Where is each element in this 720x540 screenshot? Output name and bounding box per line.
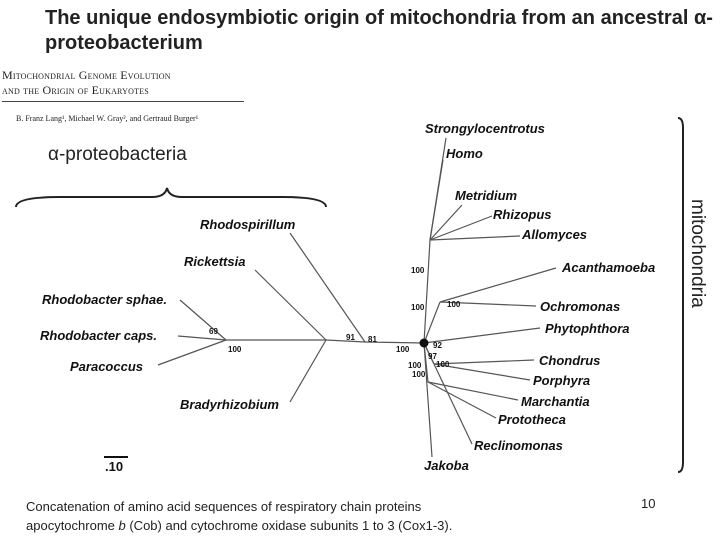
taxon-label: Jakoba xyxy=(424,458,469,473)
mito-bracket xyxy=(677,117,684,473)
bootstrap-value: 100 xyxy=(447,300,461,309)
paper-header: Mitochondrial Genome Evolution and the O… xyxy=(2,68,247,123)
taxon-label: Rickettsia xyxy=(184,254,245,269)
bootstrap-value: 81 xyxy=(368,335,377,344)
paper-authors: B. Franz Lang¹, Michael W. Gray², and Ge… xyxy=(16,114,199,123)
branch xyxy=(423,239,431,344)
bootstrap-value: 100 xyxy=(228,345,242,354)
alpha-brace xyxy=(15,187,327,208)
taxon-label: Chondrus xyxy=(539,353,600,368)
taxon-label: Bradyrhizobium xyxy=(180,397,279,412)
branch xyxy=(177,335,227,341)
taxon-label: Paracoccus xyxy=(70,359,143,374)
branch xyxy=(423,327,541,344)
taxon-label: Rhizopus xyxy=(493,207,552,222)
scale-bar-label: .10 xyxy=(105,459,123,474)
slide-title: The unique endosymbiotic origin of mitoc… xyxy=(45,7,713,54)
branch xyxy=(429,204,463,241)
branch xyxy=(423,342,433,458)
branch xyxy=(364,341,425,344)
taxon-label: Porphyra xyxy=(533,373,590,388)
bootstrap-value: 91 xyxy=(346,333,355,342)
branch xyxy=(427,381,497,419)
taxon-label: Homo xyxy=(446,146,483,161)
footnote-line-2: apocytochrome b (Cob) and cytochrome oxi… xyxy=(26,516,452,535)
branch xyxy=(429,215,493,241)
taxon-label: Rhodobacter caps. xyxy=(40,328,157,343)
branch xyxy=(423,301,441,344)
footnote: Concatenation of amino acid sequences of… xyxy=(26,497,452,535)
branch xyxy=(433,363,531,381)
mitochondria-label: mitochondria xyxy=(687,199,708,308)
bootstrap-value: 100 xyxy=(411,303,425,312)
bootstrap-value: 100 xyxy=(436,360,450,369)
branch xyxy=(157,339,227,366)
paper-title-line-1: Mitochondrial Genome Evolution xyxy=(2,68,171,82)
taxon-label: Metridium xyxy=(455,188,518,203)
alpha-proteobacteria-label: α-proteobacteria xyxy=(48,144,187,165)
taxon-label: Marchantia xyxy=(521,394,590,409)
footnote-line-2-end: (Cob) and cytochrome oxidase subunits 1 … xyxy=(125,518,453,533)
bootstrap-value: 100 xyxy=(412,370,426,379)
branch xyxy=(179,299,227,341)
taxon-label: Strongylocentrotus xyxy=(425,121,545,136)
branch xyxy=(427,381,519,401)
taxon-label: Allomyces xyxy=(521,227,587,242)
branch xyxy=(439,301,537,307)
tree-center-node xyxy=(419,338,429,348)
taxon-label: Reclinomonas xyxy=(474,438,563,453)
taxon-label: Phytophthora xyxy=(545,321,630,336)
bootstrap-value: 92 xyxy=(433,341,442,350)
branch xyxy=(254,269,327,341)
taxon-label: Acanthamoeba xyxy=(561,260,655,275)
bootstrap-value: 100 xyxy=(411,266,425,275)
page-number: 10 xyxy=(641,496,656,511)
footnote-italic-b: b xyxy=(118,518,126,533)
paper-title-line-2: and the Origin of Eukaryotes xyxy=(2,83,149,97)
footnote-line-2-start: apocytochrome xyxy=(26,518,119,533)
branch xyxy=(429,159,444,241)
branch xyxy=(429,235,521,241)
branch xyxy=(423,342,473,445)
paper-title-rule xyxy=(2,101,244,102)
footnote-line-1: Concatenation of amino acid sequences of… xyxy=(26,499,422,514)
bootstrap-value: 100 xyxy=(396,345,410,354)
taxon-label: Ochromonas xyxy=(540,299,620,314)
branch xyxy=(289,339,327,403)
branch xyxy=(439,267,557,303)
bootstrap-value: 69 xyxy=(209,327,218,336)
taxon-label: Rhodospirillum xyxy=(200,217,296,232)
branch xyxy=(433,359,535,365)
taxon-label: Prototheca xyxy=(498,412,566,427)
bootstrap-value: 100 xyxy=(408,361,422,370)
paper-title: Mitochondrial Genome Evolution and the O… xyxy=(2,68,247,98)
taxon-label: Rhodobacter sphae. xyxy=(42,292,167,307)
bootstrap-value: 97 xyxy=(428,352,437,361)
branch xyxy=(325,339,366,343)
branch xyxy=(289,232,366,343)
